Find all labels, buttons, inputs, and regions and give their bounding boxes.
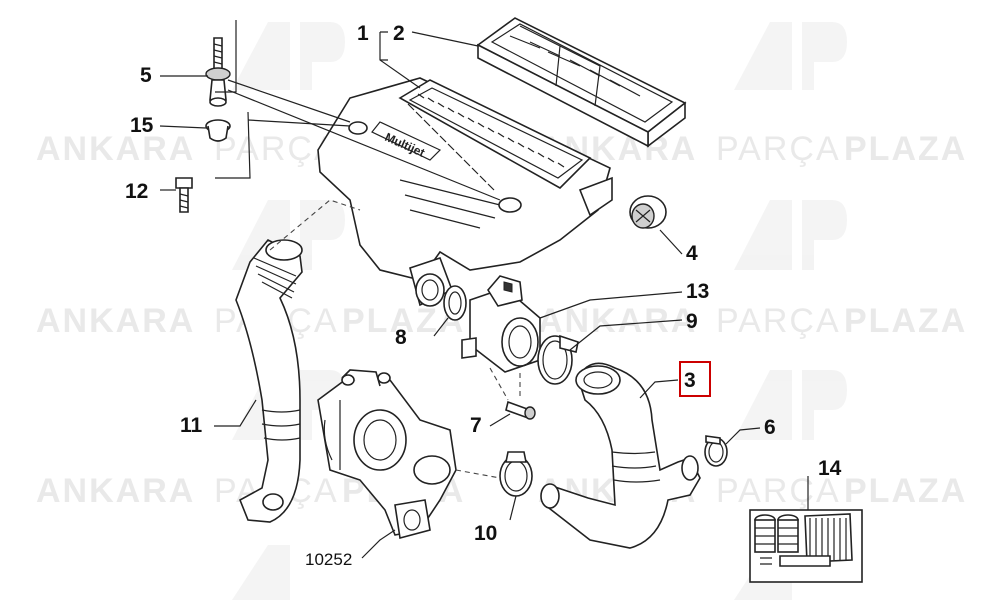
watermark-row-2: ANKARA PARÇA PLAZA ANKARA PARÇA PLAZA: [36, 302, 967, 340]
part-7-bolt: [505, 400, 536, 420]
highlight-box-3: [679, 361, 711, 397]
part-9-clamp: [537, 334, 579, 385]
callout-10[interactable]: 10: [474, 522, 497, 545]
watermark-plaza: PLAZA: [342, 302, 465, 340]
part-11-pipe: [235, 238, 303, 523]
callout-1[interactable]: 1: [357, 22, 369, 45]
part-12-screw: [175, 177, 193, 213]
callout-13[interactable]: 13: [686, 280, 709, 303]
part-4-cap: [629, 195, 667, 229]
callout-8[interactable]: 8: [395, 326, 407, 349]
watermark-parca: PARÇA: [716, 472, 841, 510]
part-8-gasket: [443, 285, 467, 321]
callout-2[interactable]: 2: [393, 22, 405, 45]
watermark-plaza: PLAZA: [844, 130, 967, 168]
watermark-plaza: PLAZA: [844, 472, 967, 510]
callout-7[interactable]: 7: [470, 414, 482, 437]
part-1-engine-cover: Multijet: [317, 77, 613, 307]
watermark-plaza: PLAZA: [844, 302, 967, 340]
leader-lines: [159, 20, 809, 559]
watermark-parca: PARÇA: [214, 130, 339, 168]
callout-4[interactable]: 4: [686, 242, 698, 265]
callout-3[interactable]: 3: [684, 369, 696, 392]
part-15-grommet: [205, 119, 231, 142]
callout-5[interactable]: 5: [140, 64, 152, 87]
part-3-intake-hose: [540, 362, 701, 549]
watermark-ankara: ANKARA: [36, 302, 195, 340]
callout-12[interactable]: 12: [125, 180, 148, 203]
part-2-filter-element: [476, 17, 687, 148]
callout-15[interactable]: 15: [130, 114, 154, 137]
ref-10252-turbocharger: [317, 369, 457, 540]
watermark-layer: ANKARA PARÇA PLAZA ANKARA PARÇA PLAZA AN…: [36, 22, 967, 600]
watermark-ankara: ANKARA: [36, 130, 195, 168]
part-10-clamp: [499, 451, 533, 497]
callout-6[interactable]: 6: [764, 416, 776, 439]
callout-labels: 1 2 3 4 5 6 7 8 9 10 11 12 13 14 15 1025…: [125, 22, 842, 569]
assembly-lines: [269, 199, 521, 479]
part-6-clamp: [704, 435, 728, 467]
watermark-parca: PARÇA: [716, 302, 841, 340]
watermark-parca: PARÇA: [716, 130, 841, 168]
part-14-service-kit: [749, 509, 863, 583]
part-5-stud-bolt: [205, 37, 231, 107]
watermark-ankara: ANKARA: [36, 472, 195, 510]
part-13-air-mass-meter: [461, 275, 541, 373]
callout-14[interactable]: 14: [818, 457, 842, 480]
callout-11[interactable]: 11: [180, 414, 203, 437]
callout-9[interactable]: 9: [686, 310, 698, 333]
callout-ref-10252[interactable]: 10252: [305, 550, 352, 569]
